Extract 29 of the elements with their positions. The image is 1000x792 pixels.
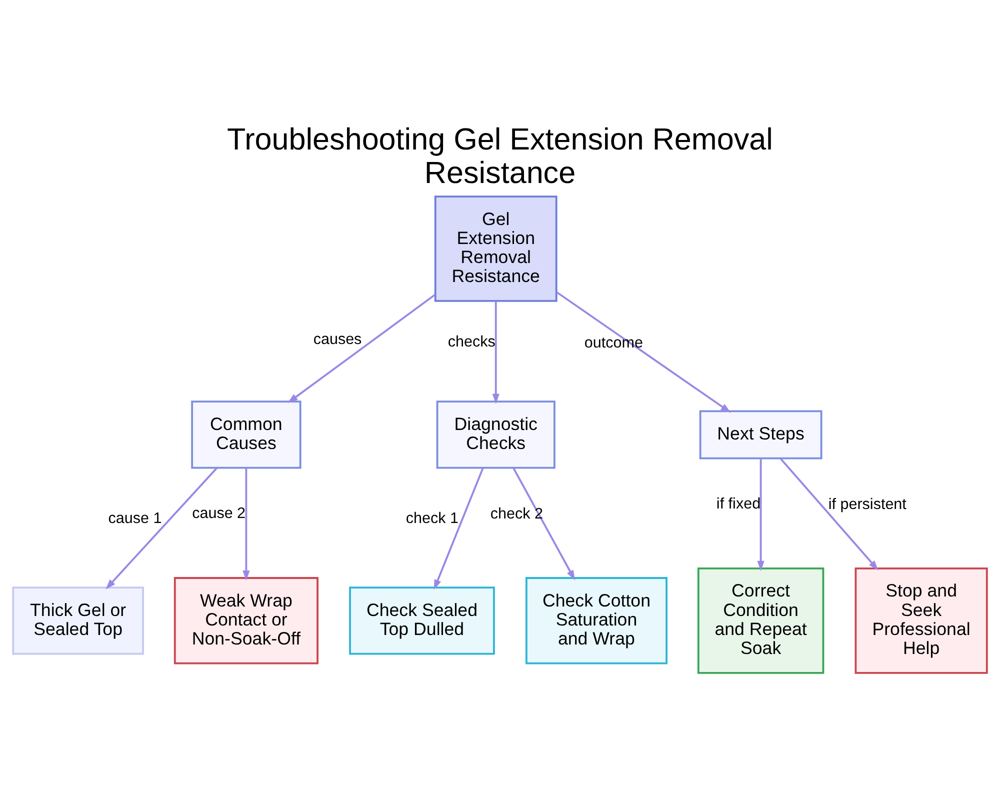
edge-label: cause 1 bbox=[108, 510, 162, 527]
node-box: Stop and Seek Professional Help bbox=[854, 567, 988, 674]
arrow bbox=[757, 458, 764, 571]
arrow bbox=[556, 290, 731, 412]
arrow bbox=[492, 300, 500, 404]
arrow bbox=[434, 467, 484, 590]
edge-label: if persistent bbox=[828, 496, 906, 513]
edge-label: checks bbox=[448, 333, 496, 350]
edge-label: if fixed bbox=[716, 495, 761, 512]
edge-label: causes bbox=[313, 330, 362, 348]
node-box: Correct Condition and Repeat Soak bbox=[697, 567, 824, 674]
node-box: Common Causes bbox=[191, 400, 302, 468]
node-box: Next Steps bbox=[699, 410, 822, 459]
arrow bbox=[288, 293, 436, 403]
arrow bbox=[106, 466, 218, 589]
arrow bbox=[780, 457, 878, 570]
edge-label: check 2 bbox=[490, 504, 543, 522]
node-box: Gel Extension Removal Resistance bbox=[434, 195, 558, 302]
edge-label: outcome bbox=[584, 334, 643, 352]
edge-label: check 1 bbox=[406, 510, 459, 527]
node-box: Diagnostic Checks bbox=[436, 400, 556, 468]
diagram-title: Troubleshooting Gel Extension Removal Resistance bbox=[227, 122, 773, 190]
node-box: Check Cotton Saturation and Wrap bbox=[525, 576, 668, 664]
node-box: Check Sealed Top Dulled bbox=[349, 586, 495, 654]
arrow bbox=[512, 466, 576, 580]
node-box: Weak Wrap Contact or Non-Soak-Off bbox=[174, 576, 318, 664]
edge-label: cause 2 bbox=[192, 504, 246, 522]
arrow bbox=[242, 467, 250, 580]
node-box: Thick Gel or Sealed Top bbox=[12, 586, 144, 654]
